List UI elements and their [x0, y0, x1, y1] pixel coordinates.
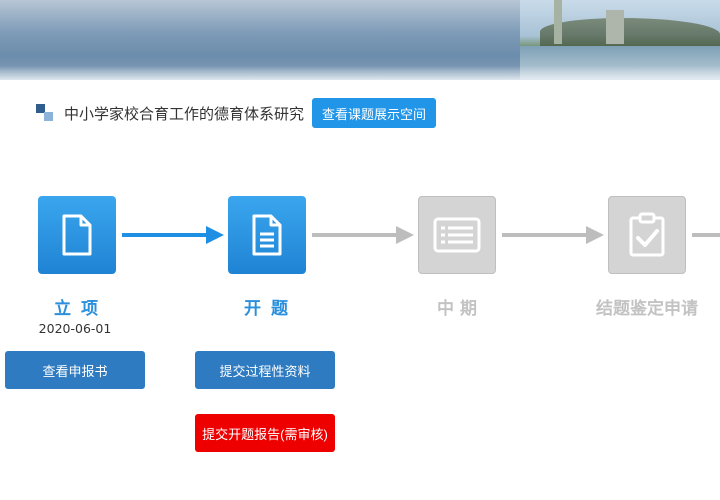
submit-opening-report-button[interactable]: 提交开题报告(需审核)	[195, 414, 335, 452]
list-icon	[418, 196, 496, 274]
view-application-button[interactable]: 查看申报书	[5, 351, 145, 389]
stage-completion-appraisal	[608, 196, 686, 274]
header-banner	[0, 0, 720, 80]
stage-label-midterm: 中 期	[437, 299, 477, 319]
stage-label-opening: 开 题	[244, 299, 290, 319]
clipboard-check-icon	[608, 196, 686, 274]
stage-label-initiation: 立 项	[54, 299, 100, 319]
stage-initiation	[38, 196, 116, 274]
document-lines-icon	[228, 196, 306, 274]
squares-icon	[36, 104, 54, 122]
stage-midterm	[418, 196, 496, 274]
arrow-right-inactive	[692, 233, 720, 237]
submit-process-materials-button[interactable]: 提交过程性资料	[195, 351, 335, 389]
initiation-date: 2020-06-01	[38, 321, 112, 336]
stage-label-completion: 结题鉴定申请	[596, 299, 698, 319]
view-project-space-button[interactable]: 查看课题展示空间	[312, 98, 437, 128]
arrow-right-inactive	[312, 226, 414, 244]
project-title: 中小学家校合育工作的德育体系研究	[64, 104, 305, 123]
arrow-right-inactive	[502, 226, 604, 244]
project-title-row: 中小学家校合育工作的德育体系研究 查看课题展示空间	[36, 98, 437, 128]
stage-opening	[228, 196, 306, 274]
file-icon	[38, 196, 116, 274]
arrow-right-active	[122, 226, 224, 244]
